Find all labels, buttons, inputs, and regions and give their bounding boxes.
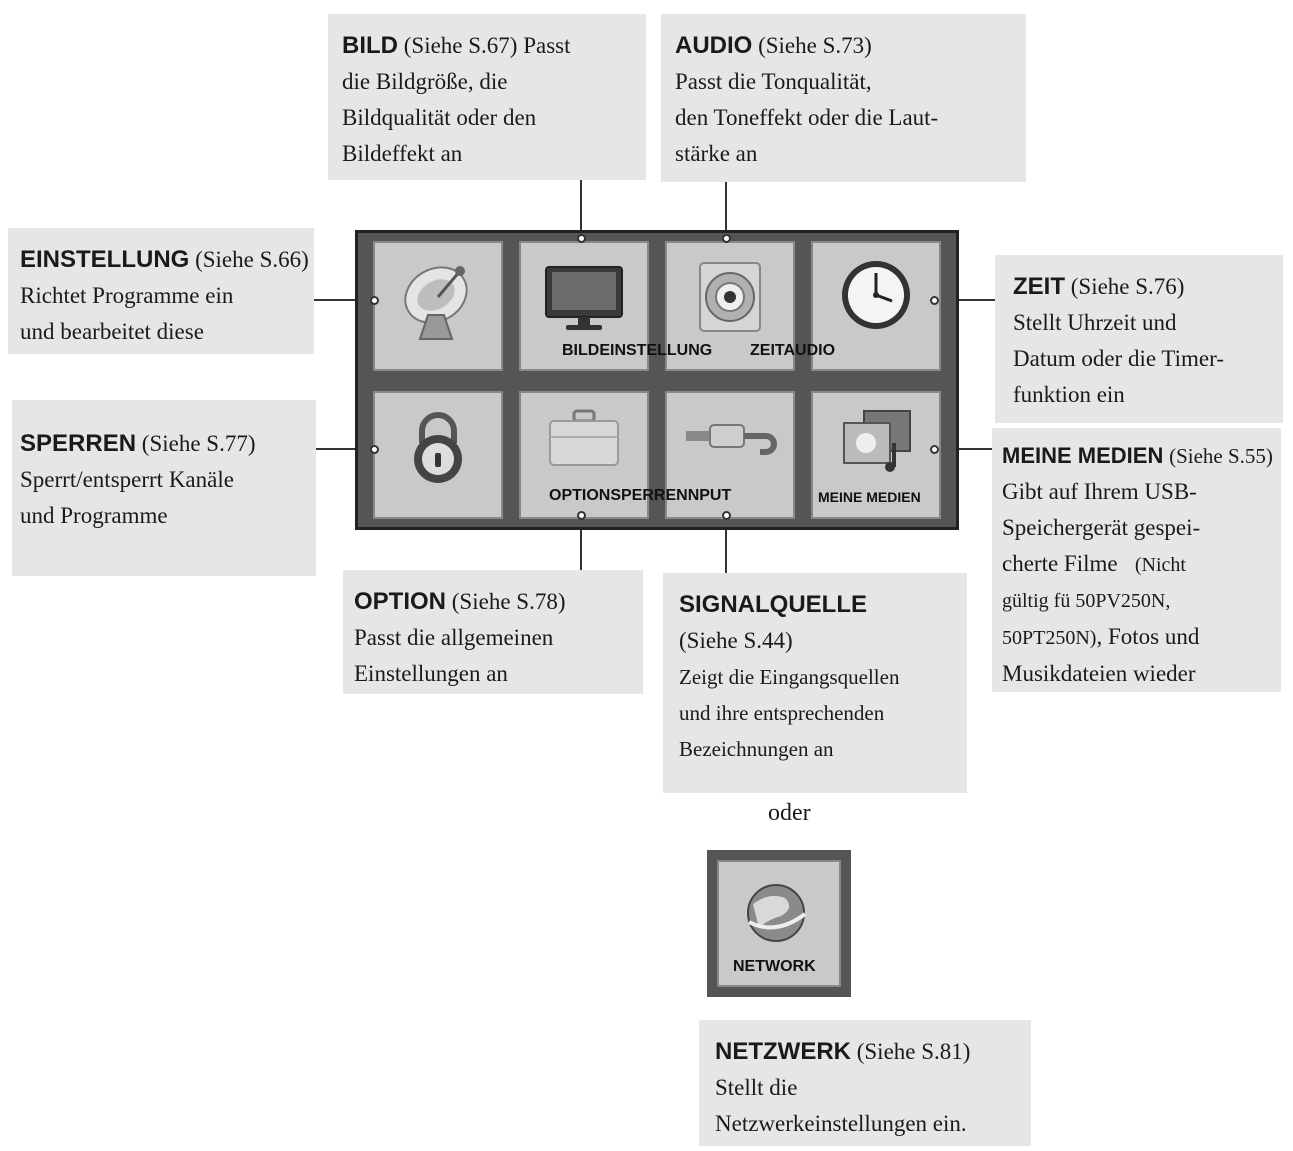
tv-monitor-icon [545, 266, 623, 330]
tile-network[interactable]: NETWORK [717, 860, 841, 987]
tile-zeit[interactable] [811, 241, 941, 371]
oder-text: oder [768, 800, 811, 826]
callout-title: AUDIO [675, 32, 753, 59]
tv-menu-screen: BILDEINSTELLUNG ZEITAUDIO [355, 230, 959, 530]
connector-zeit [934, 299, 995, 301]
connector-dot [722, 511, 731, 520]
photo-music-icon [843, 410, 911, 472]
toolbox-icon [549, 409, 619, 466]
connector-dot [930, 296, 939, 305]
connector-dot [370, 445, 379, 454]
callout-title: SIGNALQUELLE [679, 591, 868, 618]
tile-sperren[interactable] [373, 391, 503, 519]
connector-sperren [316, 448, 376, 450]
tv-row2-label-a: OPTIONSPERRENNPUT [549, 487, 732, 504]
callout-signalquelle: SIGNALQUELLE (Siehe S.44) Zeigt die Eing… [663, 573, 967, 793]
tv-row1-label-b: ZEITAUDIO [750, 342, 836, 359]
connector-audio [725, 182, 727, 238]
callout-sperren: SPERREN (Siehe S.77) Sperrt/entsperrt Ka… [12, 400, 316, 576]
connector-dot [370, 296, 379, 305]
speaker-icon [699, 262, 761, 332]
connector-einstellung [314, 299, 376, 301]
callout-bild: BILD (Siehe S.67) Passt die Bildgröße, d… [328, 14, 646, 180]
callout-meine-medien: MEINE MEDIEN (Siehe S.55) Gibt auf Ihrem… [992, 428, 1281, 692]
padlock-icon [414, 412, 462, 483]
connector-dot [930, 445, 939, 454]
satellite-dish-icon [404, 266, 468, 340]
connector-option [580, 515, 582, 570]
tile-meine-medien[interactable] [811, 391, 941, 519]
tile-bild[interactable] [519, 241, 649, 371]
cable-plug-icon [686, 424, 777, 455]
connector-signalquelle [725, 515, 727, 573]
connector-dot [577, 511, 586, 520]
callout-title: OPTION [354, 588, 447, 615]
callout-title: BILD [342, 32, 398, 59]
callout-title: NETZWERK [715, 1038, 851, 1065]
callout-netzwerk: NETZWERK (Siehe S.81) Stellt die Netzwer… [699, 1020, 1031, 1146]
callout-title: ZEIT [1013, 273, 1065, 300]
tile-audio[interactable] [665, 241, 795, 371]
connector-bild [580, 180, 582, 238]
callout-title: MEINE MEDIEN [1002, 443, 1164, 468]
callout-title: SPERREN [20, 430, 137, 457]
globe-icon [747, 884, 807, 942]
connector-dot [577, 234, 586, 243]
network-tile-frame: NETWORK [707, 850, 851, 997]
network-tile-label: NETWORK [733, 958, 816, 975]
clock-icon [842, 261, 910, 329]
callout-option: OPTION (Siehe S.78) Passt die allgemeine… [343, 570, 643, 694]
callout-audio: AUDIO (Siehe S.73) Passt die Tonqualität… [661, 14, 1026, 182]
tv-row2-label-b: MEINE MEDIEN [818, 489, 921, 505]
connector-dot [722, 234, 731, 243]
callout-zeit: ZEIT (Siehe S.76) Stellt Uhrzeit und Dat… [995, 255, 1283, 423]
tile-einstellung[interactable] [373, 241, 503, 371]
connector-meine-medien [934, 448, 992, 450]
tile-signalquelle[interactable] [665, 391, 795, 519]
tile-option[interactable] [519, 391, 649, 519]
tv-row1-label-a: BILDEINSTELLUNG [562, 342, 713, 359]
callout-einstellung: EINSTELLUNG (Siehe S.66) Richtet Program… [8, 228, 314, 354]
callout-title: EINSTELLUNG [20, 246, 190, 273]
